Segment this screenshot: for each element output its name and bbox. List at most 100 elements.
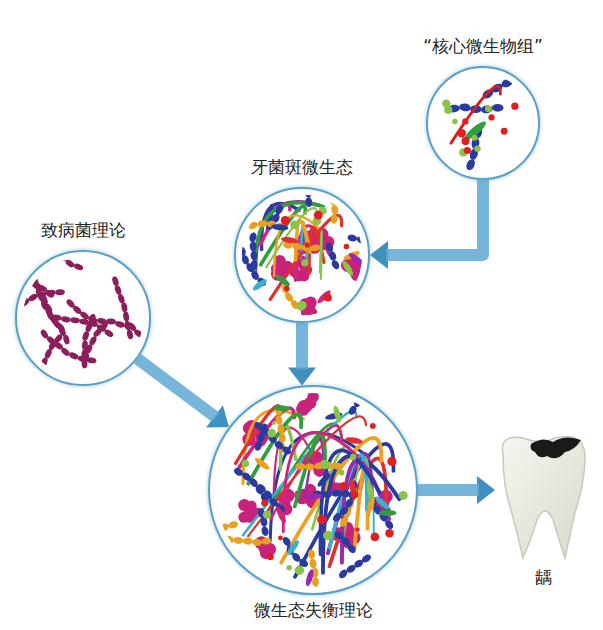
arrow-head <box>288 368 316 386</box>
bacterium-cell <box>49 252 59 258</box>
coccus-dot <box>462 137 470 145</box>
coccus-dot <box>278 536 283 541</box>
bacterium-filament <box>236 406 281 464</box>
bacillus <box>281 236 299 245</box>
microbe-group <box>210 388 408 593</box>
bacterium-cell <box>30 252 41 256</box>
bacterium-cell <box>88 335 98 346</box>
bacterium-cell <box>77 355 88 364</box>
bacterium-cell <box>38 366 45 376</box>
bacterium-cell <box>261 537 272 545</box>
bacterium-filament <box>320 231 322 279</box>
bacterium-filament <box>320 450 379 554</box>
bacterium-filament <box>266 208 318 267</box>
bacterium-cell <box>65 298 76 309</box>
microbe-circle: “核心微生物组” <box>426 66 540 180</box>
coccus-dot <box>501 128 508 135</box>
coccus-dot <box>488 114 494 120</box>
bacterium-cell <box>333 530 345 541</box>
bacillus <box>304 568 315 587</box>
coccus-dot <box>267 429 276 438</box>
coccus-dot <box>324 294 332 302</box>
bacterium-cell <box>459 103 472 112</box>
bacterium-cell <box>21 252 32 255</box>
bacterium-cell <box>126 329 134 340</box>
coccus-dot <box>444 106 452 114</box>
bacterium-cell <box>328 250 337 261</box>
bacterium-cell <box>40 357 49 368</box>
coccus-dot <box>385 529 393 537</box>
bacterium-cell <box>295 463 305 470</box>
coccus-cluster <box>298 400 310 412</box>
microbe-illustration <box>17 252 149 384</box>
coccus-cluster <box>307 307 317 317</box>
microbe-circle: 牙菌斑微生态 <box>234 187 370 323</box>
bacillus <box>341 259 355 277</box>
bacterium-cell <box>237 245 247 257</box>
coccus-dot <box>464 147 471 154</box>
bacterium-cell <box>88 320 99 328</box>
bacterium-cell <box>40 252 50 256</box>
bacterium-cell <box>331 489 342 497</box>
bacterium-cell <box>20 278 30 285</box>
node-label: 牙菌斑微生态 <box>251 156 353 179</box>
bacterium-cell <box>333 462 343 470</box>
node-label: 致病菌理论 <box>41 219 126 242</box>
bacterium-cell <box>240 254 250 265</box>
bacterium-filament <box>271 426 342 520</box>
microbe-circle: 致病菌理论 <box>15 250 151 386</box>
coccus-dot <box>261 500 268 507</box>
bacterium-cell <box>277 424 285 435</box>
bacterium-cell <box>61 316 72 324</box>
bacterium-cell <box>331 205 339 215</box>
bacterium-cell <box>70 317 80 324</box>
microbe-illustration <box>428 68 538 178</box>
bacterium-cell <box>251 260 258 270</box>
bacterium-cell <box>121 302 129 313</box>
coccus-dot <box>338 470 344 476</box>
coccus-dot <box>370 423 376 429</box>
coccus-dot <box>485 105 492 112</box>
coccus-dot <box>301 259 308 266</box>
bacterium-cell <box>32 270 38 280</box>
coccus-dot <box>286 565 292 571</box>
bacterium-cell <box>356 388 365 399</box>
coccus-dot <box>511 103 518 110</box>
microbe-group <box>17 252 149 376</box>
microbe-group <box>237 189 368 319</box>
coccus-dot <box>387 457 396 466</box>
coccus-dot <box>370 532 379 541</box>
coccus-dot <box>350 454 356 460</box>
bacillus <box>253 456 271 471</box>
bacterium-cell <box>86 357 96 364</box>
arrow-head <box>370 241 388 269</box>
node-label: 龋 <box>535 566 552 589</box>
bacterium-cell <box>353 397 363 408</box>
bacillus <box>316 289 333 305</box>
microbe-group <box>442 77 518 171</box>
bacterium-cell <box>307 549 315 560</box>
bacterium-cell <box>117 293 126 304</box>
coccus-dot <box>452 119 458 125</box>
bacterium-cell <box>140 334 149 344</box>
bacillus <box>285 539 300 557</box>
bacterium-cell <box>39 328 49 339</box>
coccus-dot <box>340 482 348 490</box>
coccus-dot <box>242 460 249 467</box>
bacterium-filament <box>283 432 357 531</box>
bacterium-cell <box>122 311 129 322</box>
bacterium-filament <box>270 432 364 541</box>
coccus-dot <box>314 211 323 220</box>
bacterium-cell <box>492 104 504 112</box>
coccus-dot <box>317 515 327 525</box>
bacterium-cell <box>305 197 312 207</box>
bacterium-cell <box>228 520 239 529</box>
bacterium-cell <box>355 235 367 245</box>
coccus-dot <box>474 145 480 151</box>
bacterium-cell <box>114 284 123 295</box>
microbe-illustration <box>210 387 416 593</box>
bacterium-cell <box>309 558 318 569</box>
bacterium-filament <box>262 204 300 250</box>
bacterium-cell <box>247 220 259 230</box>
bacterium-cell <box>300 189 311 190</box>
